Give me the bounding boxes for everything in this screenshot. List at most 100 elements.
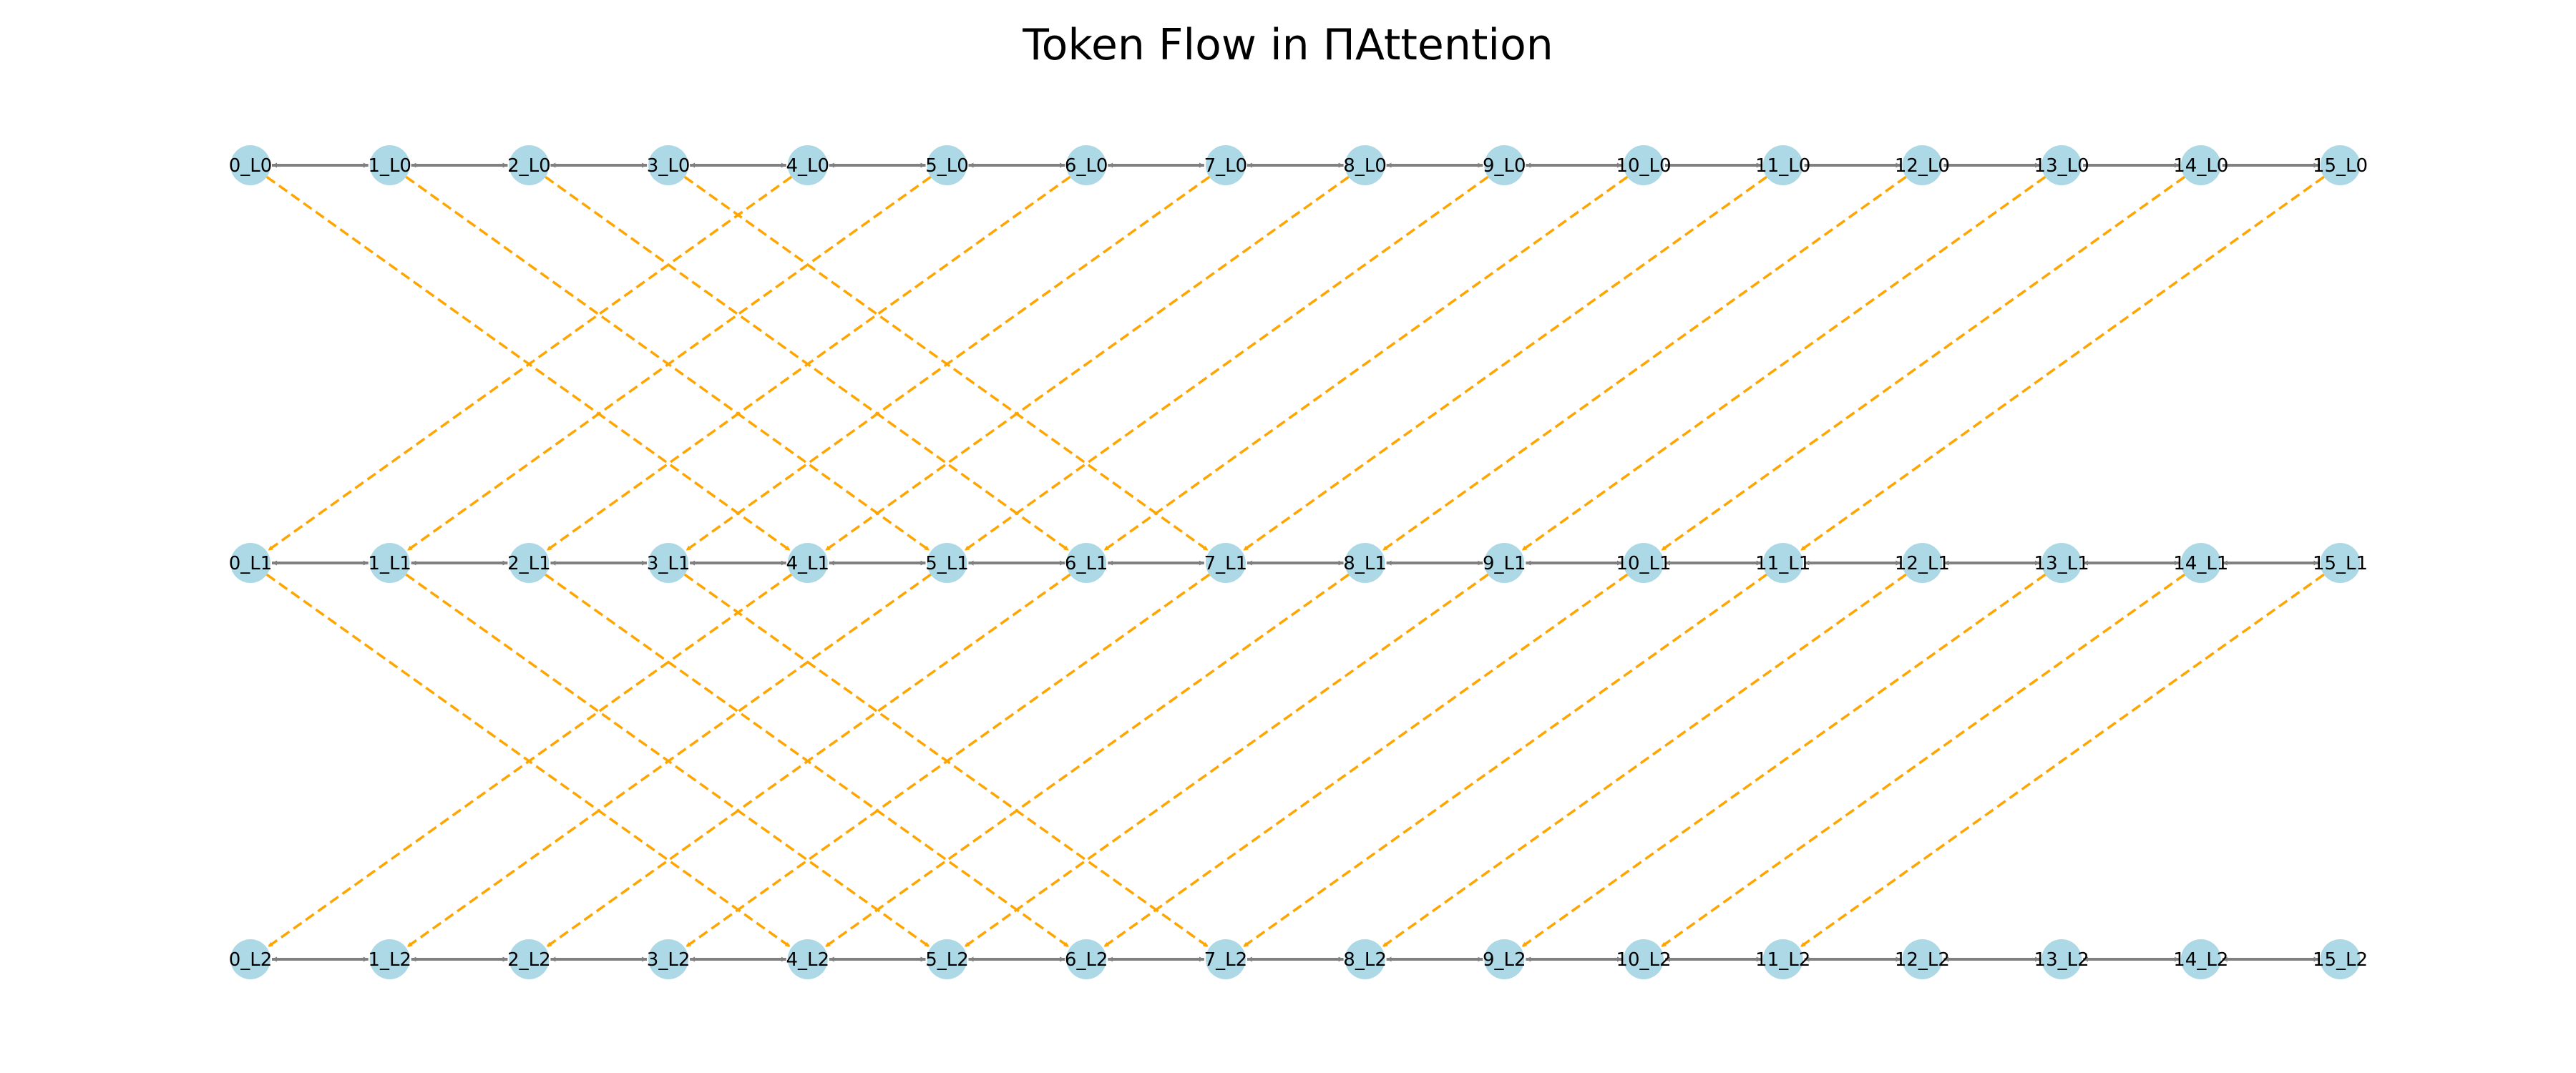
node-1_L0 bbox=[369, 145, 410, 185]
node-label-13_L1: 13_L1 bbox=[2034, 553, 2089, 574]
node-11_L0 bbox=[1762, 145, 1803, 185]
node-0_L2 bbox=[230, 939, 270, 979]
node-15_L2 bbox=[2320, 939, 2361, 979]
diagram-title: Token Flow in ΠAttention bbox=[1023, 20, 1553, 70]
node-label-7_L2: 7_L2 bbox=[1204, 949, 1248, 971]
node-5_L0 bbox=[927, 145, 967, 185]
node-label-0_L1: 0_L1 bbox=[229, 553, 273, 574]
node-label-1_L2: 1_L2 bbox=[368, 949, 411, 971]
node-8_L1 bbox=[1345, 543, 1385, 583]
cross-edge-8_L1-to-4_L2 bbox=[824, 573, 1350, 949]
cross-edge-13_L1-to-9_L2 bbox=[1521, 573, 2046, 949]
node-6_L0 bbox=[1066, 145, 1107, 185]
cross-edge-12_L0-to-8_L1 bbox=[1381, 175, 1907, 552]
cross-edge-5_L0-to-1_L1 bbox=[406, 175, 932, 552]
cross-edge-8_L0-to-4_L1 bbox=[824, 175, 1350, 552]
cross-edge-4_L1-to-0_L2 bbox=[267, 573, 792, 949]
node-label-5_L1: 5_L1 bbox=[925, 553, 969, 574]
node-label-3_L0: 3_L0 bbox=[647, 155, 691, 177]
node-label-3_L1: 3_L1 bbox=[647, 553, 691, 574]
node-8_L0 bbox=[1345, 145, 1385, 185]
node-label-2_L2: 2_L2 bbox=[507, 949, 551, 971]
cross-edge-14_L1-to-10_L2 bbox=[1660, 573, 2185, 949]
node-label-2_L1: 2_L1 bbox=[507, 553, 551, 574]
local-edges bbox=[272, 162, 2319, 962]
node-label-15_L0: 15_L0 bbox=[2313, 155, 2368, 177]
node-label-7_L1: 7_L1 bbox=[1204, 553, 1248, 574]
node-5_L2 bbox=[927, 939, 967, 979]
cross-edge-4_L0-to-0_L1 bbox=[267, 175, 793, 552]
node-label-8_L1: 8_L1 bbox=[1343, 553, 1387, 574]
node-6_L1 bbox=[1066, 543, 1107, 583]
node-9_L2 bbox=[1484, 939, 1525, 979]
node-label-12_L0: 12_L0 bbox=[1895, 155, 1950, 177]
node-12_L0 bbox=[1902, 145, 1943, 185]
node-9_L0 bbox=[1484, 145, 1525, 185]
node-label-8_L0: 8_L0 bbox=[1343, 155, 1387, 177]
node-label-5_L2: 5_L2 bbox=[925, 949, 969, 971]
node-label-4_L1: 4_L1 bbox=[786, 553, 830, 574]
node-label-9_L2: 9_L2 bbox=[1483, 949, 1526, 971]
node-label-10_L0: 10_L0 bbox=[1616, 155, 1671, 177]
node-label-0_L2: 0_L2 bbox=[229, 949, 273, 971]
node-3_L2 bbox=[648, 939, 689, 979]
node-9_L1 bbox=[1484, 543, 1525, 583]
node-label-10_L2: 10_L2 bbox=[1616, 949, 1671, 971]
cross-edge-15_L0-to-11_L1 bbox=[1800, 175, 2325, 552]
node-12_L1 bbox=[1902, 543, 1943, 583]
node-11_L2 bbox=[1762, 939, 1803, 979]
cross-edge-6_L1-to-2_L2 bbox=[545, 573, 1071, 949]
node-label-11_L0: 11_L0 bbox=[1755, 155, 1810, 177]
node-14_L1 bbox=[2180, 543, 2221, 583]
node-14_L0 bbox=[2180, 145, 2221, 185]
cross-edge-12_L1-to-8_L2 bbox=[1382, 573, 1907, 949]
node-label-15_L1: 15_L1 bbox=[2313, 553, 2368, 574]
cross-edge-11_L1-to-7_L2 bbox=[1242, 573, 1767, 949]
node-13_L0 bbox=[2041, 145, 2082, 185]
node-15_L1 bbox=[2320, 543, 2361, 583]
node-label-15_L2: 15_L2 bbox=[2313, 949, 2368, 971]
node-label-11_L1: 11_L1 bbox=[1755, 553, 1810, 574]
node-label-14_L2: 14_L2 bbox=[2173, 949, 2228, 971]
cross-edge-14_L0-to-10_L1 bbox=[1660, 175, 2186, 552]
node-2_L1 bbox=[509, 543, 550, 583]
node-2_L2 bbox=[509, 939, 550, 979]
node-3_L0 bbox=[648, 145, 689, 185]
node-6_L2 bbox=[1066, 939, 1107, 979]
node-label-9_L1: 9_L1 bbox=[1483, 553, 1526, 574]
node-12_L2 bbox=[1902, 939, 1943, 979]
node-0_L0 bbox=[230, 145, 270, 185]
cross-edge-11_L0-to-7_L1 bbox=[1242, 175, 1767, 552]
node-label-11_L2: 11_L2 bbox=[1755, 949, 1810, 971]
cross-edge-10_L0-to-6_L1 bbox=[1103, 175, 1629, 552]
node-label-1_L0: 1_L0 bbox=[368, 155, 411, 177]
node-15_L0 bbox=[2320, 145, 2361, 185]
cross-layer-edges bbox=[265, 175, 2325, 949]
cross-edge-5_L1-to-1_L2 bbox=[406, 573, 932, 949]
node-label-7_L0: 7_L0 bbox=[1204, 155, 1248, 177]
node-label-6_L2: 6_L2 bbox=[1065, 949, 1108, 971]
node-7_L1 bbox=[1205, 543, 1246, 583]
cross-edge-9_L0-to-5_L1 bbox=[963, 175, 1489, 552]
node-label-4_L2: 4_L2 bbox=[786, 949, 830, 971]
cross-edge-7_L0-to-3_L1 bbox=[685, 175, 1211, 552]
node-label-9_L0: 9_L0 bbox=[1483, 155, 1526, 177]
node-10_L0 bbox=[1624, 145, 1664, 185]
node-1_L2 bbox=[369, 939, 410, 979]
node-5_L1 bbox=[927, 543, 967, 583]
node-3_L1 bbox=[648, 543, 689, 583]
node-4_L1 bbox=[787, 543, 828, 583]
node-label-2_L0: 2_L0 bbox=[507, 155, 551, 177]
node-label-6_L0: 6_L0 bbox=[1065, 155, 1108, 177]
node-label-14_L0: 14_L0 bbox=[2173, 155, 2228, 177]
node-label-13_L2: 13_L2 bbox=[2034, 949, 2089, 971]
cross-edge-6_L0-to-2_L1 bbox=[545, 175, 1071, 552]
node-11_L1 bbox=[1762, 543, 1803, 583]
node-7_L0 bbox=[1205, 145, 1246, 185]
node-label-6_L1: 6_L1 bbox=[1065, 553, 1108, 574]
node-label-12_L1: 12_L1 bbox=[1895, 553, 1950, 574]
cross-edge-7_L1-to-3_L2 bbox=[685, 573, 1211, 949]
node-8_L2 bbox=[1345, 939, 1385, 979]
